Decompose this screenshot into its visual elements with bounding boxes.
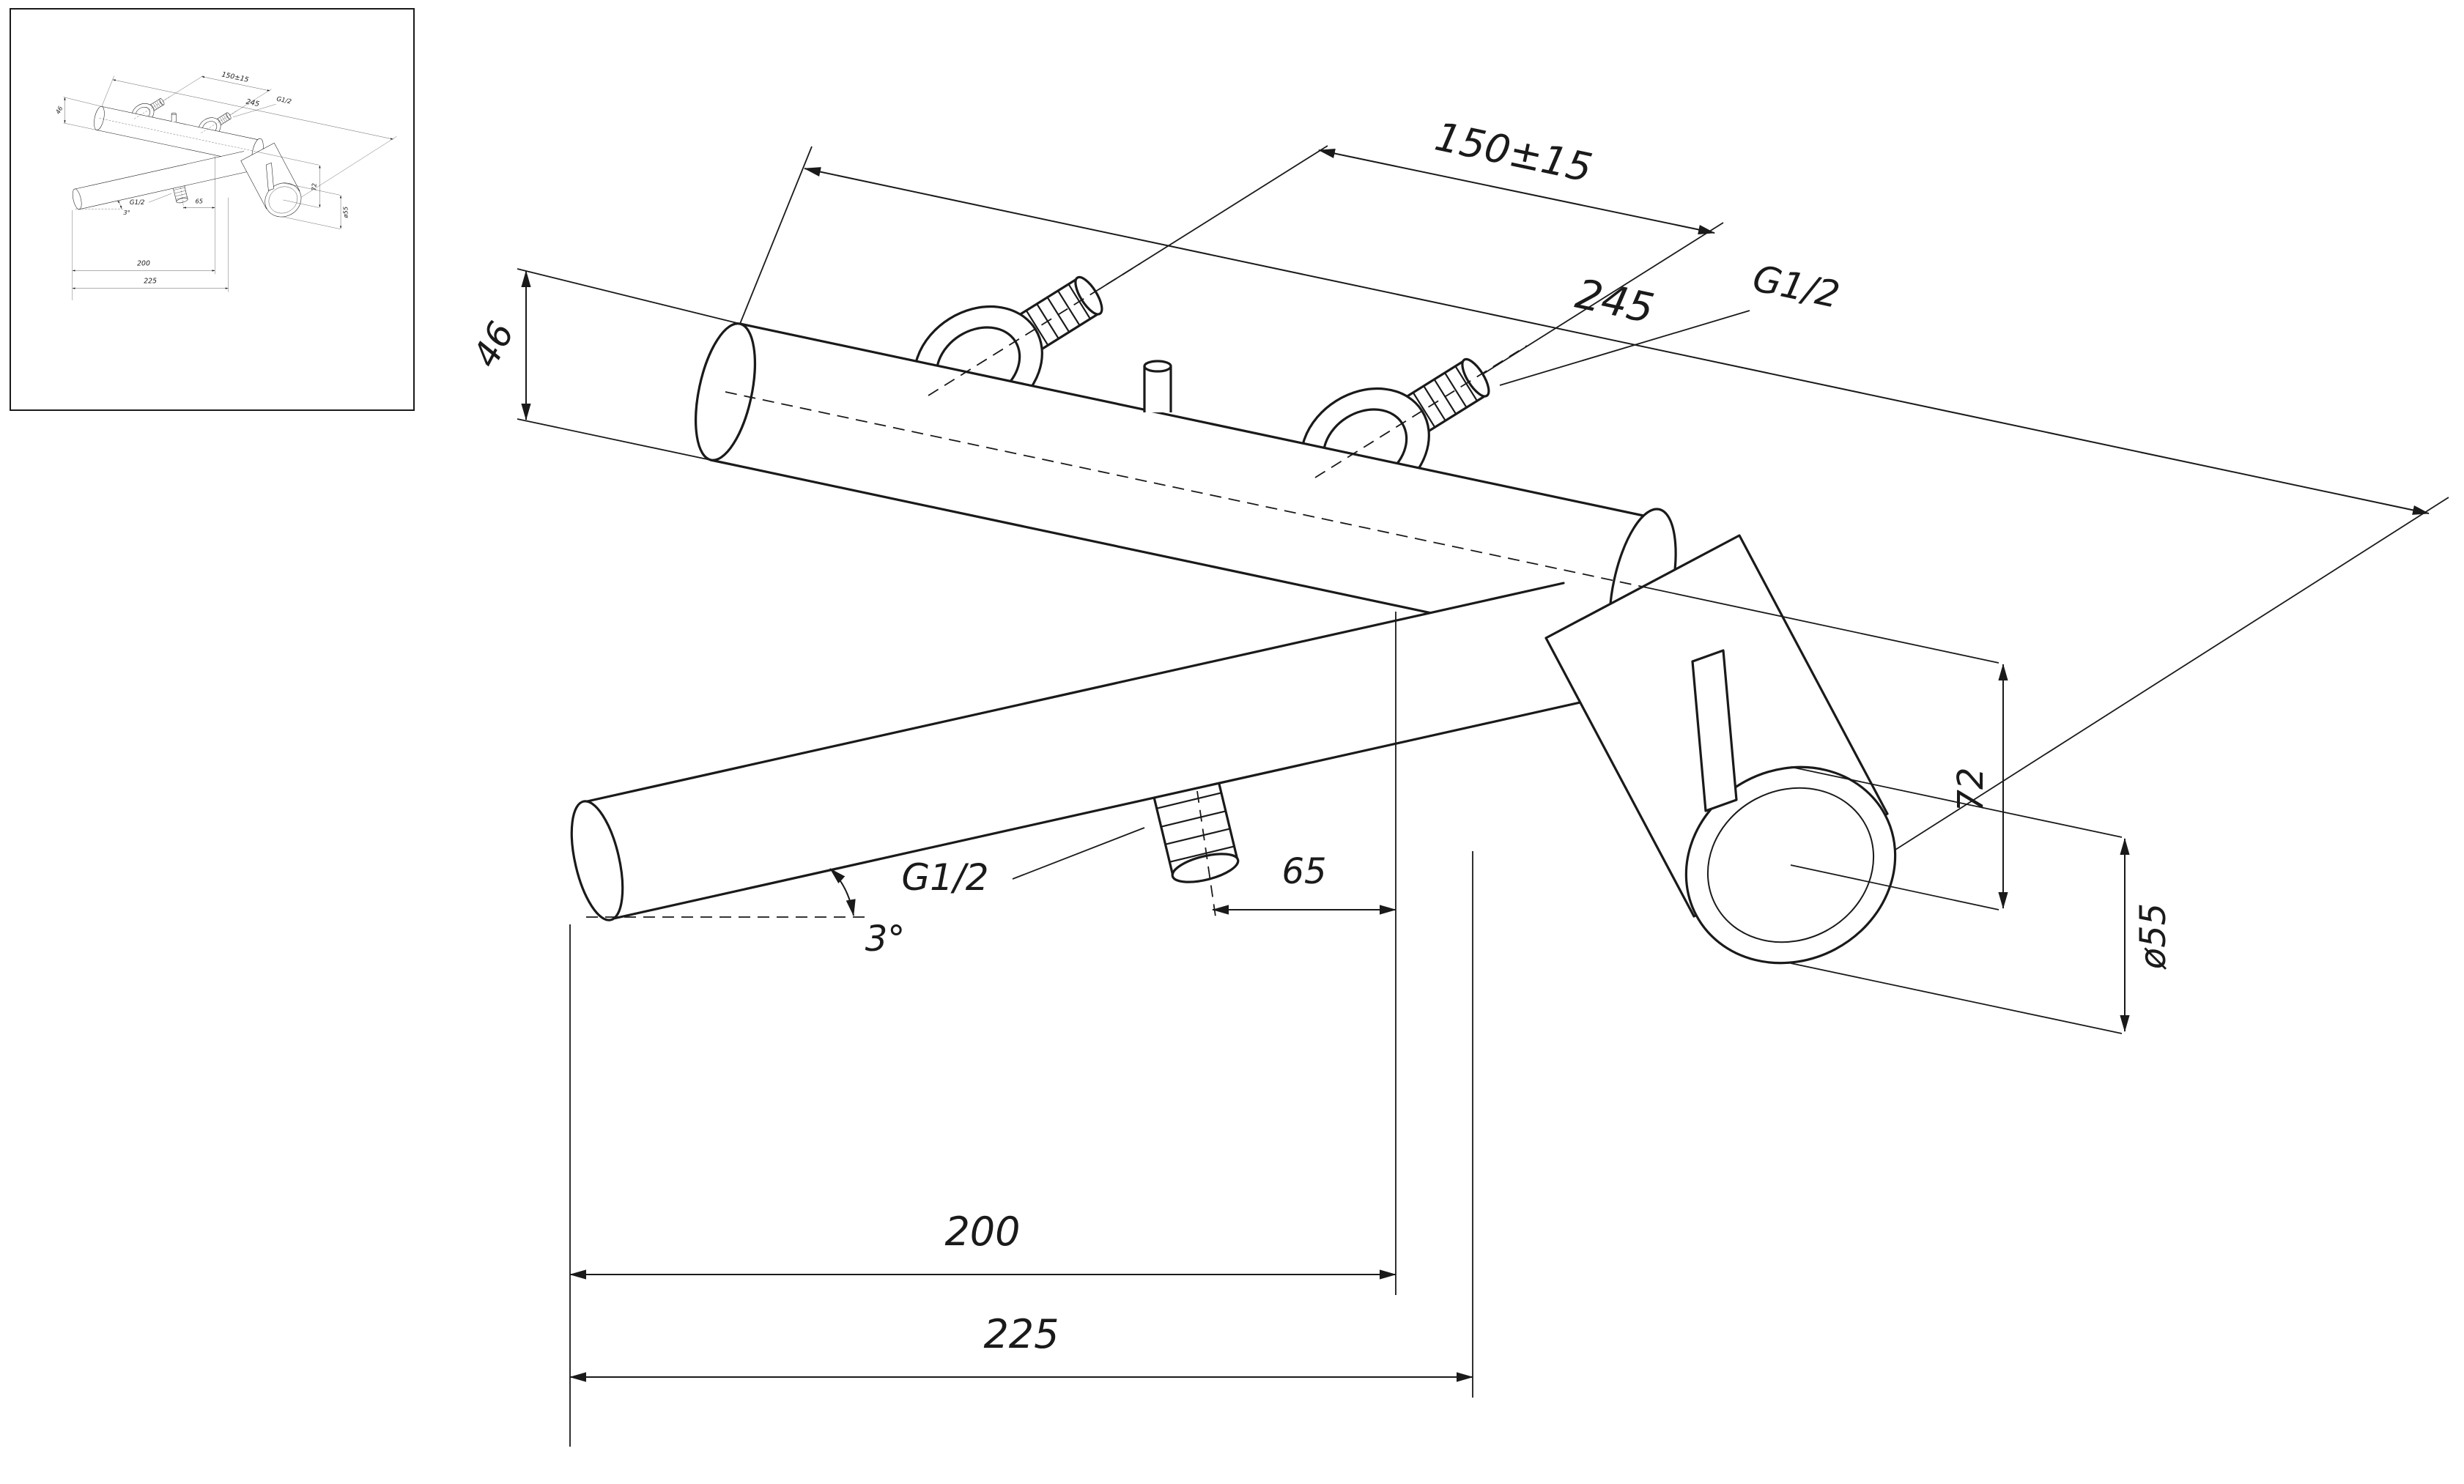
thumbnail-frame [10,8,415,411]
main-view [465,114,2449,1447]
